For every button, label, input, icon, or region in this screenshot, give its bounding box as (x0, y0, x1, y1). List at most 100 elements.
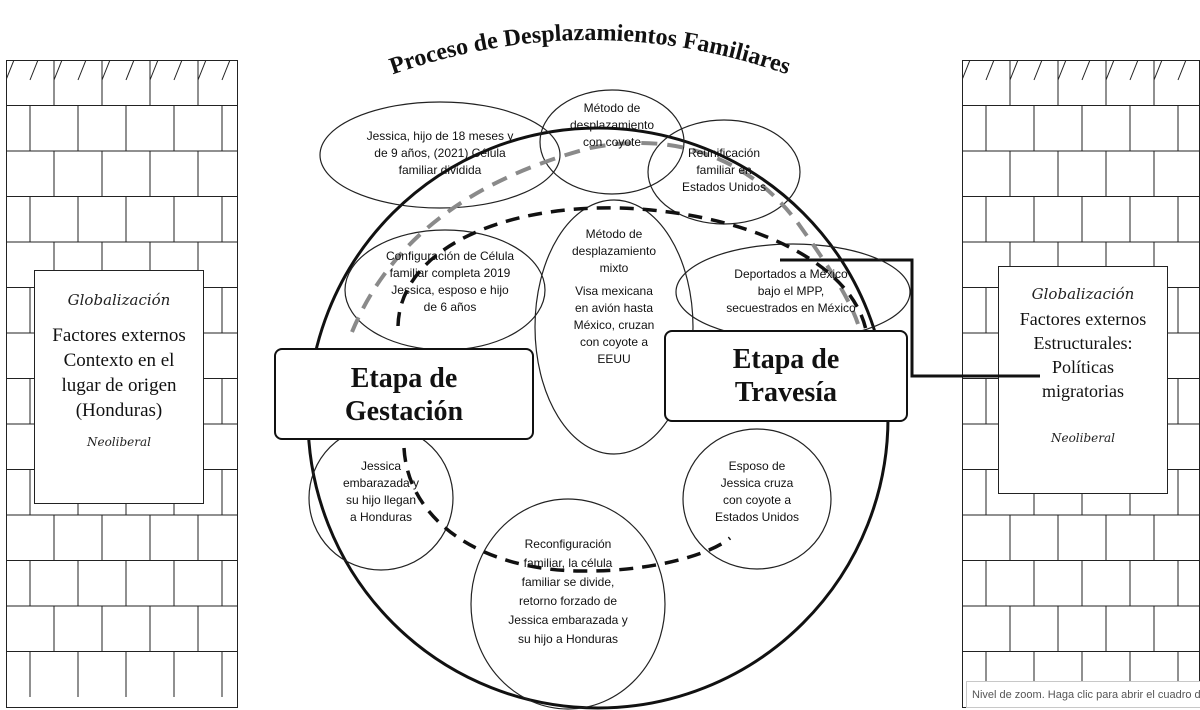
right-panel-line: migratorias (1042, 381, 1124, 401)
wall-top-bevel (1177, 60, 1187, 81)
node-line: de 9 años, (2021) Célula (374, 146, 506, 160)
right-context-panel: Globalización Factores externos Estructu… (998, 266, 1168, 494)
node-line: Método de (585, 227, 643, 241)
wall-outline (6, 60, 238, 708)
node-line: Estados Unidos (681, 180, 767, 194)
stage-gestation-line: Etapa de (350, 363, 458, 394)
stage-transit-line: Etapa de (732, 344, 840, 375)
wall-top-bevel (125, 60, 135, 81)
node-ellipse-jessica-2021 (319, 101, 561, 209)
wall-top-bevel (6, 60, 15, 81)
node-line: con coyote a (579, 335, 649, 349)
node-line: secuestrados en México (726, 301, 856, 315)
node-reunificacion: Reunificación familiar en Estados Unidos (664, 145, 784, 196)
left-panel-line: (Honduras) (75, 400, 163, 421)
node-line: su hijo a Honduras (517, 632, 619, 646)
policy-connector-line (780, 258, 1040, 378)
wall-top-bevel (1057, 60, 1067, 81)
left-panel-bottom-label: Neoliberal (86, 435, 151, 449)
node-esposo: Esposo de Jessica cruza con coyote a Est… (700, 458, 814, 526)
node-line: familiar completa 2019 (389, 266, 511, 280)
node-line: México, cruzan (573, 318, 655, 332)
node-line: embarazada y (342, 476, 420, 490)
wall-top-bevel (1009, 60, 1019, 81)
wall-top-bevel (29, 60, 39, 81)
node-deportados: Deportados a México bajo el MPP, secuest… (706, 266, 876, 317)
wall-top-bevel (1033, 60, 1043, 81)
node-line: Configuración de Célula (385, 249, 515, 263)
node-line: familiar se divide, (521, 575, 615, 589)
node-line: familiar, la célula (523, 556, 613, 570)
node-configuracion-2019: Configuración de Célula familiar complet… (370, 248, 530, 316)
left-context-panel: Globalización Factores externos Contexto… (34, 270, 204, 504)
left-panel-body: Factores externos Contexto en el lugar d… (35, 323, 203, 423)
wall-top-bevel (962, 60, 971, 81)
stage-transit-line: Travesía (734, 377, 838, 408)
wall-top-bevel (197, 60, 207, 81)
wall-top-bevel (1129, 60, 1139, 81)
left-panel-line: Contexto en el (63, 350, 175, 371)
node-line: retorno forzado de (518, 594, 618, 608)
node-line: desplazamiento (571, 244, 657, 258)
node-line: a Honduras (349, 510, 413, 524)
wall-top-bevel (1081, 60, 1091, 81)
diagram-title: Proceso de Desplazamientos Familiares (386, 20, 794, 80)
right-panel-line: Estructurales: (1033, 333, 1133, 353)
left-panel-top-label: Globalización (67, 291, 171, 309)
right-panel-line: Políticas (1052, 357, 1114, 377)
zoom-status-tooltip[interactable]: Nivel de zoom. Haga clic para abrir el c… (966, 681, 1200, 708)
stage-gestation-line: Gestación (344, 396, 464, 427)
node-line: Reconfiguración (524, 537, 612, 551)
node-line: Método de (583, 101, 641, 115)
node-line: Deportados a México (734, 267, 848, 281)
node-ellipse-metodo-coyote (539, 89, 685, 195)
node-embarazada: Jessica embarazada y su hijo llegan a Ho… (322, 458, 440, 526)
wall-top-bevel (101, 60, 111, 81)
wall-top-bevel (1153, 60, 1163, 81)
wall-top-bevel (173, 60, 183, 81)
right-panel-line: Factores externos (1019, 309, 1147, 329)
node-line: Estados Unidos (714, 510, 800, 524)
node-line: Esposo de (728, 459, 786, 473)
node-line: mixto (599, 261, 629, 275)
node-jessica-2021: Jessica, hijo de 18 meses y de 9 años, (… (330, 128, 550, 179)
node-line: Jessica, hijo de 18 meses y (366, 129, 514, 143)
node-line: con coyote a (722, 493, 792, 507)
left-panel-line: Factores externos (52, 325, 186, 346)
left-panel-line: lugar de origen (61, 375, 177, 396)
stage-gestation-box: Etapa de Gestación (274, 348, 534, 440)
node-line: EEUU (597, 352, 631, 366)
node-line: Visa mexicana (575, 284, 653, 298)
node-line: con coyote (582, 135, 642, 149)
stage-transit-box: Etapa de Travesía (664, 330, 908, 422)
node-line: en avión hasta (574, 301, 654, 315)
right-panel-top-label: Globalización (1031, 285, 1135, 303)
node-line: su hijo llegan (345, 493, 417, 507)
node-line: Jessica embarazada y (508, 613, 628, 627)
node-line: Reunificación (687, 146, 761, 160)
node-line: familiar en (696, 163, 752, 177)
node-ellipse-metodo-mixto (534, 199, 694, 455)
node-line: familiar dividida (398, 163, 482, 177)
node-ellipse-reconfiguracion (470, 498, 666, 710)
node-line: Jessica (360, 459, 401, 473)
node-line: desplazamiento (569, 118, 655, 132)
node-ellipse-esposo (682, 428, 832, 570)
node-reconfiguracion: Reconfiguración familiar, la célula fami… (488, 535, 648, 649)
right-panel-bottom-label: Neoliberal (1050, 431, 1115, 445)
node-line: bajo el MPP, (757, 284, 825, 298)
node-line: Jessica cruza (720, 476, 794, 490)
node-line: Jessica, esposo e hijo (391, 283, 509, 297)
wall-top-bevel (77, 60, 87, 81)
node-metodo-coyote: Método de desplazamiento con coyote (552, 100, 672, 151)
wall-top-bevel (149, 60, 159, 81)
wall-top-bevel (221, 60, 231, 81)
wall-top-bevel (985, 60, 995, 81)
black-dashed-cycle-ring (396, 206, 868, 573)
right-panel-body: Factores externos Estructurales: Polític… (999, 307, 1167, 403)
wall-top-bevel (1105, 60, 1115, 81)
node-line: de 6 años (423, 300, 477, 314)
wall-top-bevel (53, 60, 63, 81)
